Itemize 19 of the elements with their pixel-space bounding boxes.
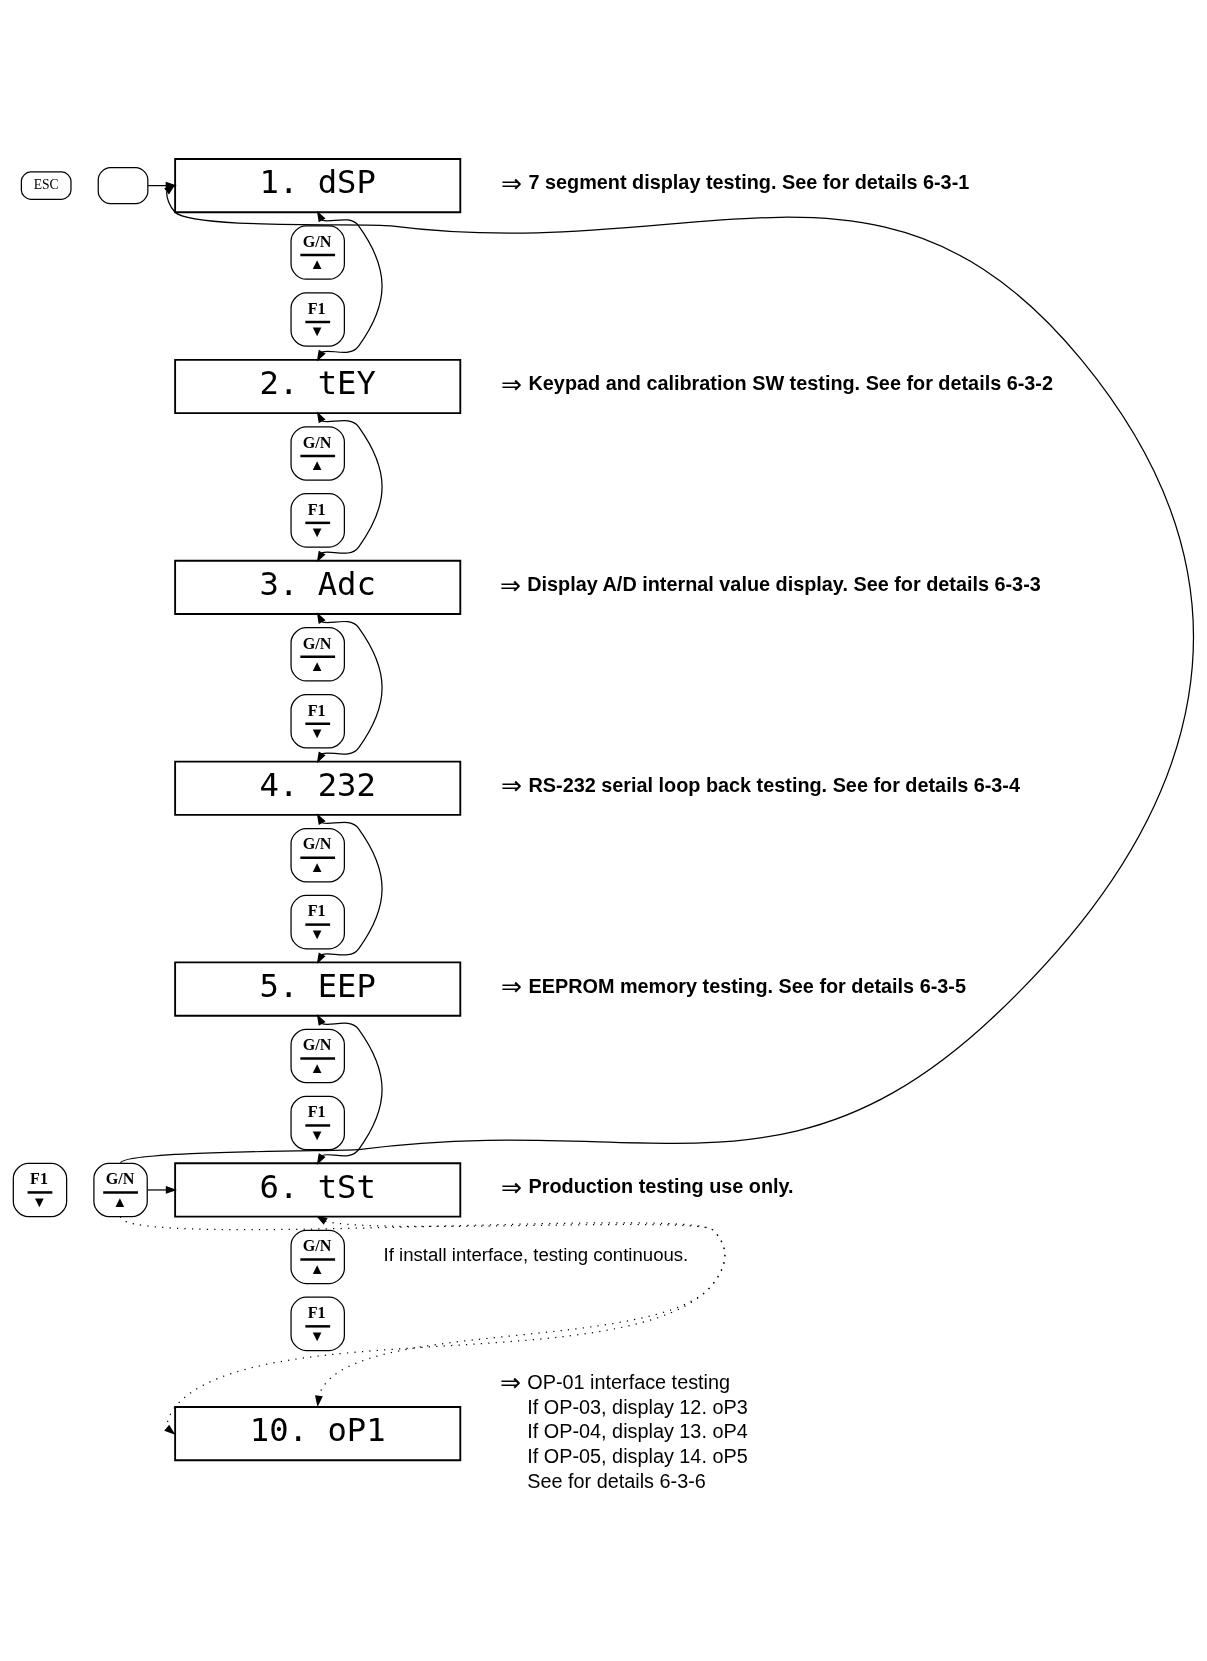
node-label: ⇒ <box>501 1173 523 1201</box>
node-label: Keypad and calibration SW testing. See for details 6-3-2 <box>528 371 1053 394</box>
node-label: EEPROM memory testing. See for details 6-3-5 <box>528 974 966 997</box>
node-label: ⇒ <box>501 169 523 197</box>
node-label: RS-232 serial loop back testing. See for details 6-3-4 <box>528 773 1020 796</box>
node-label: If OP-04, display 13. oP4 <box>527 1419 748 1442</box>
node-label: If OP-03, display 12. oP3 <box>527 1395 748 1418</box>
node-label: See for details 6-3-6 <box>527 1469 706 1492</box>
node-label: 7 segment display testing. See for details 6-3-1 <box>528 170 970 193</box>
node-label: If OP-05, display 14. oP5 <box>527 1444 748 1467</box>
node-label: Production testing use only. <box>528 1174 794 1197</box>
label: If install interface, testing continuous. <box>383 1243 689 1265</box>
node-label: ⇒ <box>501 972 523 1000</box>
node-label: ⇒ <box>501 370 523 398</box>
node-label: ⇒ <box>501 771 523 799</box>
node-label: Display A/D internal value display. See for details 6-3-3 <box>527 572 1041 595</box>
node-label: ⇒ <box>499 1368 521 1396</box>
node-label: ⇒ <box>499 571 521 599</box>
node-label: OP-01 interface testing <box>527 1370 731 1393</box>
